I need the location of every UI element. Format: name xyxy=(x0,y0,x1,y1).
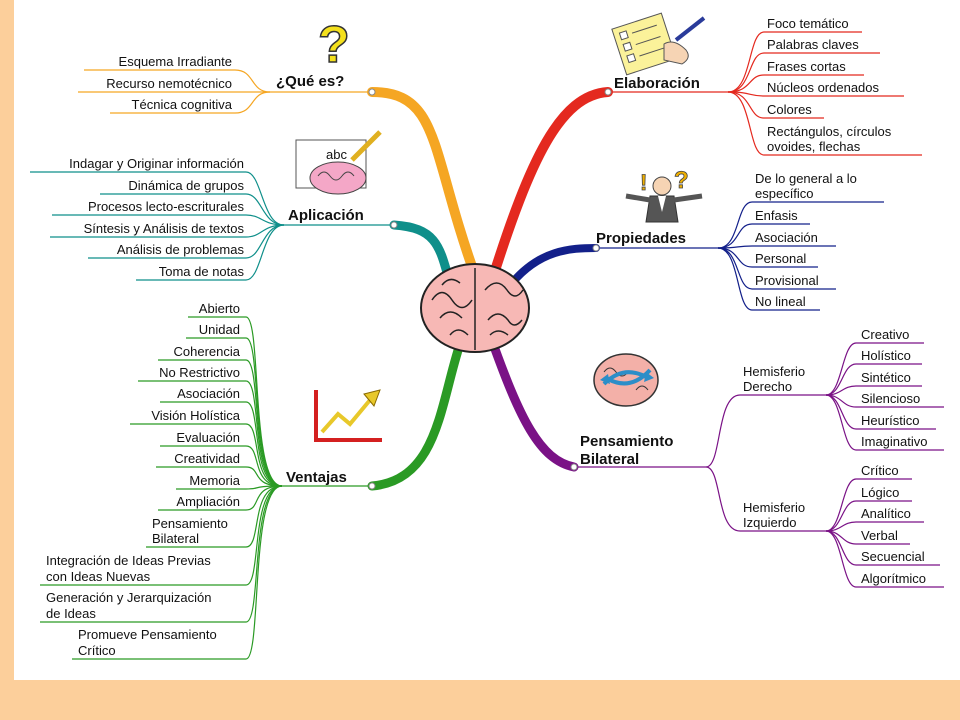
pensamiento-connectors xyxy=(574,342,944,588)
aplicacion-item: Dinámica de grupos xyxy=(128,178,244,193)
central-brain-icon xyxy=(420,263,530,353)
brain-arrows-icon xyxy=(593,353,659,407)
propiedades-item: Enfasis xyxy=(755,208,798,223)
aplicacion-title: Aplicación xyxy=(288,207,364,224)
ventajas-item: Creatividad xyxy=(174,451,240,466)
elaboracion-item: Palabras claves xyxy=(767,37,859,52)
derecho-item: Heurístico xyxy=(861,413,920,428)
hemisferio-izquierdo-label: Hemisferio xyxy=(743,500,805,515)
checklist-hand-icon xyxy=(611,12,706,76)
icon-caption-abc: abc xyxy=(326,147,347,162)
aplicacion-connectors xyxy=(30,171,394,281)
main-branches xyxy=(367,87,613,491)
propiedades-item: Personal xyxy=(755,251,806,266)
elaboracion-item: Foco temático xyxy=(767,16,849,31)
que-es-title: ¿Qué es? xyxy=(276,73,344,90)
ventajas-item: Abierto xyxy=(199,301,240,316)
izquierdo-item: Lógico xyxy=(861,485,899,500)
derecho-item: Imaginativo xyxy=(861,434,927,449)
ventajas-item: Generación y Jerarquización xyxy=(46,590,211,605)
branch-line-ventajas xyxy=(367,333,467,491)
branch-line-pensamiento xyxy=(485,330,579,472)
propiedades-item: No lineal xyxy=(755,294,806,309)
branch-pensamiento-bilateral: Pensamiento Bilateral Hemisferio Derecho… xyxy=(570,327,944,588)
confused-person-icon: ! ? xyxy=(625,167,703,223)
pensamiento-title: Bilateral xyxy=(580,451,639,468)
derecho-item: Holístico xyxy=(861,348,911,363)
ventajas-item: Coherencia xyxy=(174,344,241,359)
elaboracion-item: Frases cortas xyxy=(767,59,846,74)
question-mark-icon: ? xyxy=(317,15,350,75)
ventajas-item: Unidad xyxy=(199,322,240,337)
ventajas-item: Asociación xyxy=(177,386,240,401)
elaboracion-item: ovoides, flechas xyxy=(767,139,861,154)
mind-map-canvas: ¿Qué es? Esquema Irradiante Recurso nemo… xyxy=(14,0,960,680)
svg-text:?: ? xyxy=(318,16,350,74)
izquierdo-item: Verbal xyxy=(861,528,898,543)
svg-text:!: ! xyxy=(640,170,647,195)
ventajas-title: Ventajas xyxy=(286,469,347,486)
izquierdo-item: Crítico xyxy=(861,463,899,478)
derecho-item: Silencioso xyxy=(861,391,920,406)
ventajas-item: Ampliación xyxy=(176,494,240,509)
aplicacion-item: Toma de notas xyxy=(159,264,245,279)
propiedades-connectors xyxy=(596,201,884,311)
elaboracion-item: Colores xyxy=(767,102,812,117)
hemisferio-derecho-label: Derecho xyxy=(743,379,792,394)
izquierdo-item: Secuencial xyxy=(861,549,925,564)
izquierdo-item: Algorítmico xyxy=(861,571,926,586)
aplicacion-item: Síntesis y Análisis de textos xyxy=(84,221,245,236)
ventajas-item: de Ideas xyxy=(46,606,96,621)
pensamiento-title: Pensamiento xyxy=(580,433,673,450)
ventajas-item: Integración de Ideas Previas xyxy=(46,553,211,568)
ventajas-item: Pensamiento xyxy=(152,516,228,531)
ventajas-item: Visión Holística xyxy=(151,408,240,423)
que-es-item: Esquema Irradiante xyxy=(119,54,232,69)
branch-propiedades: Propiedades De lo general a lo específic… xyxy=(592,167,884,311)
elaboracion-title: Elaboración xyxy=(614,75,700,92)
que-es-item: Técnica cognitiva xyxy=(132,97,233,112)
branch-que-es: ¿Qué es? Esquema Irradiante Recurso nemo… xyxy=(78,15,376,114)
izquierdo-item: Analítico xyxy=(861,506,911,521)
ventajas-item: con Ideas Nuevas xyxy=(46,569,151,584)
propiedades-item: De lo general a lo xyxy=(755,171,857,186)
ventajas-item: Evaluación xyxy=(176,430,240,445)
propiedades-item: Provisional xyxy=(755,273,819,288)
svg-text:?: ? xyxy=(674,167,689,194)
ventajas-item: Crítico xyxy=(78,643,116,658)
growth-arrow-icon xyxy=(314,389,382,442)
propiedades-item: Asociación xyxy=(755,230,818,245)
aplicacion-item: Análisis de problemas xyxy=(117,242,245,257)
hemisferio-izquierdo-label: Izquierdo xyxy=(743,515,796,530)
ventajas-item: Promueve Pensamiento xyxy=(78,627,217,642)
branch-ventajas: Ventajas Abierto Unidad Coherencia No Re… xyxy=(40,301,382,660)
ventajas-item: Bilateral xyxy=(152,531,199,546)
derecho-item: Sintético xyxy=(861,370,911,385)
aplicacion-item: Indagar y Originar información xyxy=(69,156,244,171)
branch-line-propiedades xyxy=(508,244,600,287)
brain-writing-icon: abc xyxy=(295,130,382,195)
mind-map-diagram: ¿Qué es? Esquema Irradiante Recurso nemo… xyxy=(30,12,944,660)
propiedades-title: Propiedades xyxy=(596,230,686,247)
elaboracion-item: Rectángulos, círculos xyxy=(767,124,892,139)
ventajas-item: Memoria xyxy=(189,473,240,488)
que-es-connectors xyxy=(78,69,372,114)
branch-line-que-es xyxy=(367,87,480,280)
ventajas-item: No Restrictivo xyxy=(159,365,240,380)
branch-line-elaboracion xyxy=(487,87,613,285)
aplicacion-item: Procesos lecto-escriturales xyxy=(88,199,245,214)
hemisferio-derecho-label: Hemisferio xyxy=(743,364,805,379)
elaboracion-item: Núcleos ordenados xyxy=(767,80,880,95)
que-es-item: Recurso nemotécnico xyxy=(106,76,232,91)
derecho-item: Creativo xyxy=(861,327,909,342)
propiedades-item: específico xyxy=(755,186,814,201)
branch-elaboracion: Elaboración Foco temático Palabras clave… xyxy=(604,12,922,156)
elaboracion-connectors xyxy=(608,31,922,156)
ventajas-connectors xyxy=(40,316,372,660)
branch-aplicacion: Aplicación Indagar y Originar informació… xyxy=(30,130,398,281)
